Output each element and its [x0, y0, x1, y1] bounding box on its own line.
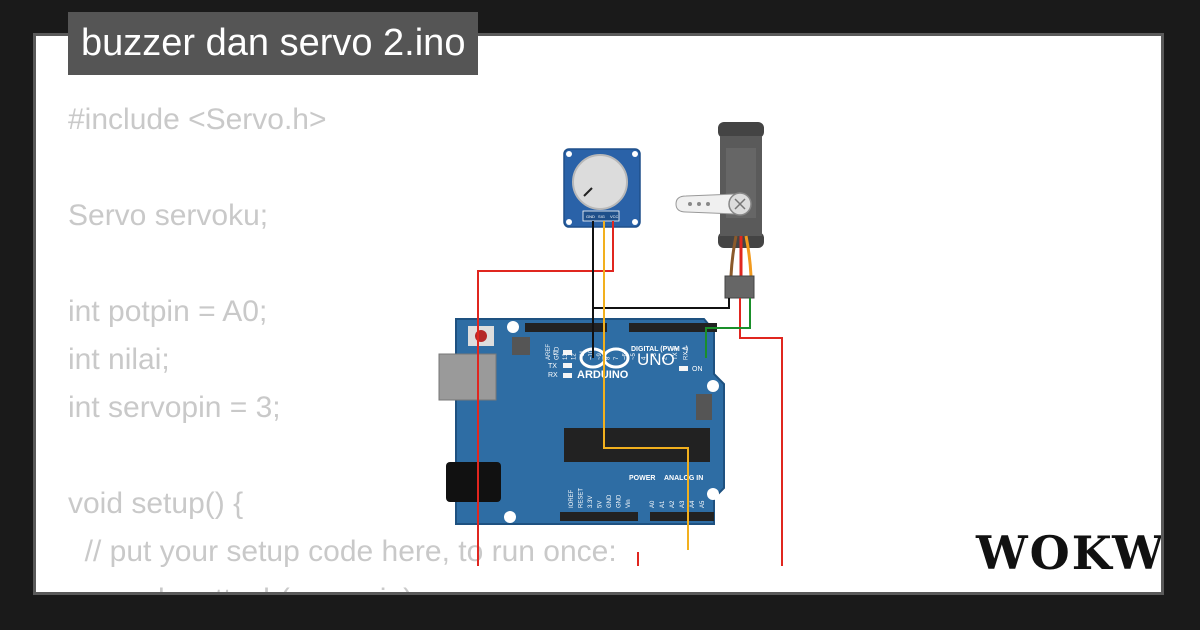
pin-label: ~9 [597, 352, 603, 360]
on-led-label: ON [692, 366, 703, 373]
led-rx-label: RX [548, 372, 558, 379]
pin-label: Vin [626, 499, 632, 508]
pin-label: ~3 [652, 352, 658, 360]
pin-label: IOREF [569, 489, 575, 508]
pin-label: ~6 [623, 352, 629, 360]
wires [477, 221, 783, 566]
code-line: #include <Servo.h> [68, 103, 327, 136]
pot-pin-vcc: VCC [610, 214, 619, 219]
code-line: int potpin = A0; [68, 295, 268, 328]
code-snippet: #include <Servo.h> Servo servoku; int po… [68, 96, 617, 592]
preview-card: #include <Servo.h> Servo servoku; int po… [33, 33, 1164, 595]
pot-pin-sig: SIG [598, 214, 605, 219]
wokwi-logo: WOKWi [976, 526, 1164, 580]
wire-yellow-signal [603, 221, 689, 550]
pin-label: AREF [546, 344, 552, 360]
pin-label: GND [555, 346, 561, 360]
pin-label: RX 0 [684, 346, 690, 360]
potentiometer[interactable]: GND SIG VCC [563, 148, 641, 228]
code-line: servoku.attach(servopin); [68, 583, 422, 592]
pot-pin-gnd: GND [586, 214, 595, 219]
pin-label: TX 1 [673, 347, 679, 360]
pin-label: 8 [606, 356, 612, 360]
atmega-chip [564, 428, 710, 462]
potentiometer-knob[interactable] [572, 154, 628, 210]
code-line: // put your setup code here, to run once… [68, 535, 617, 568]
pin-label: GND [617, 494, 623, 508]
pin-label: A0 [650, 500, 656, 508]
pin-label: 5V [598, 501, 604, 508]
circuit-diagram: ARDUINO UNO DIGITAL (PWM ~) POWER ANALOG… [438, 122, 783, 566]
servo-motor[interactable] [675, 122, 764, 299]
pin-label: A1 [660, 500, 666, 508]
power-jack [446, 462, 501, 502]
pin-label: A4 [690, 500, 696, 508]
digital-header-left [525, 323, 607, 332]
pin-label: RESET [579, 488, 585, 508]
wire-red-servo-vcc [739, 298, 783, 566]
led-l-label: L [553, 350, 557, 357]
pin-label: 13 [563, 353, 569, 360]
board-logo-text: ARDUINO [577, 369, 629, 381]
wire-red-pot-vcc [477, 221, 639, 566]
code-line: void setup() { [68, 487, 244, 520]
pin-label: A3 [680, 500, 686, 508]
pin-label: A5 [700, 500, 706, 508]
pin-label: GND [607, 494, 613, 508]
servo-connector [724, 275, 755, 299]
digital-header-label: DIGITAL (PWM ~) [631, 346, 688, 353]
code-line: int servopin = 3; [68, 391, 281, 424]
board-model-text: UNO [637, 350, 675, 369]
wire-black-servo-gnd [593, 298, 730, 309]
arduino-uno-board: ARDUINO UNO DIGITAL (PWM ~) POWER ANALOG… [438, 318, 725, 525]
digital-header-right [629, 323, 717, 332]
pin-label: ~5 [631, 352, 637, 360]
usb-port [438, 353, 497, 401]
pin-label: 7 [614, 356, 620, 360]
pin-label: A2 [670, 500, 676, 508]
wire-green-servo-signal [705, 298, 751, 358]
pin-label: ~11 [580, 350, 586, 360]
code-line: Servo servoku; [68, 199, 269, 232]
project-title: buzzer dan servo 2.ino [68, 12, 479, 75]
pin-label: 4 [642, 356, 648, 360]
led-tx-label: TX [548, 363, 557, 370]
analog-header-pins [650, 512, 714, 521]
power-header-pins [560, 512, 638, 521]
pin-label: 12 [572, 353, 578, 360]
code-line: int nilai; [68, 343, 170, 376]
pin-label: 3.3V [588, 496, 594, 508]
pin-label: 2 [663, 356, 669, 360]
analog-header-label: ANALOG IN [664, 475, 703, 482]
pin-label: ~10 [589, 349, 595, 360]
power-header-label: POWER [629, 475, 655, 482]
